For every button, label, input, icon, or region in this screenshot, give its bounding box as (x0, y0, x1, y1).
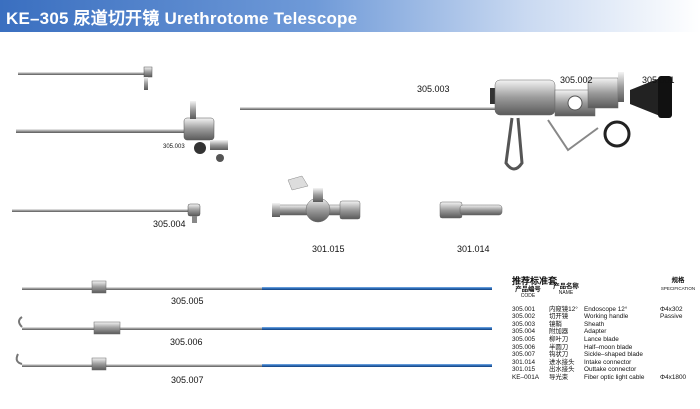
spec-name-en: Sheath (584, 320, 605, 328)
outtake-connector-301-015 (272, 175, 361, 223)
label-305-001: 305.001 (642, 75, 675, 85)
spec-row: 305.003 镜鞘 Sheath (512, 321, 697, 329)
spec-name-cn: 出水接头 (549, 366, 575, 374)
col-name-en: NAME (558, 289, 574, 296)
sheath-305-003 (16, 101, 228, 162)
spec-row: 305.001 内窥镜12° Endoscope 12° Φ4x302 (512, 306, 697, 314)
spec-name-en: Intake connector (584, 358, 632, 366)
label-305-003: 305.003 (417, 84, 450, 94)
spec-name-en: Half–moon blade (584, 343, 633, 351)
spec-value: Φ4x1800 (660, 373, 687, 381)
spec-name-cn: 柳叶刀 (549, 335, 569, 343)
spec-code: 305.003 (512, 320, 536, 328)
spec-name-cn: 镜鞘 (549, 320, 562, 328)
spec-name-cn: 导光束 (549, 373, 569, 381)
spec-name-en: Sickle–shaped blade (584, 351, 643, 359)
spec-row: 305.005 柳叶刀 Lance blade (512, 336, 697, 344)
title-banner: KE–305 尿道切开镜 Urethrotome Telescope (0, 0, 700, 32)
label-305-002: 305.002 (560, 75, 593, 85)
label-305-003-left: 305.003 (163, 144, 185, 150)
spec-name-en: Fiber optic light cable (584, 373, 645, 381)
label-305-006: 305.006 (170, 337, 203, 347)
spec-code: 305.005 (512, 335, 536, 343)
label-305-007: 305.007 (171, 375, 204, 385)
spec-name-en: Adapter (584, 328, 607, 336)
spec-code: 305.007 (512, 351, 536, 359)
spec-name-cn: 附加器 (549, 328, 569, 336)
col-code-en: CODE (520, 292, 536, 299)
spec-row: 305.007 钩状刀 Sickle–shaped blade (512, 351, 697, 359)
intake-connector-301-014 (439, 201, 503, 219)
sickle-blade-305-007 (15, 353, 492, 371)
spec-name-cn: 钩状刀 (549, 351, 569, 359)
spec-row: 301.014 进水接头 Intake connector (512, 359, 697, 367)
spec-row: 305.004 附加器 Adapter (512, 328, 697, 336)
spec-name-en: Outtake connector (584, 366, 637, 374)
col-spec-cn: 规格 (671, 276, 685, 284)
spec-code: 301.015 (512, 366, 536, 374)
spec-heading: 推荐标准套 (512, 276, 558, 286)
spec-name-cn: 内窥镜12° (549, 305, 578, 313)
spec-code: 305.006 (512, 343, 536, 351)
label-301-015: 301.015 (312, 244, 345, 254)
spec-name-en: Working handle (584, 313, 629, 321)
spec-name-cn: 进水接头 (549, 358, 575, 366)
lance-blade-305-005 (22, 280, 492, 294)
half-moon-blade-305-006 (18, 316, 492, 335)
page-title: KE–305 尿道切开镜 Urethrotome Telescope (6, 9, 358, 28)
label-301-014: 301.014 (457, 244, 490, 254)
col-name-cn: 产品名称 (553, 282, 579, 290)
spec-table: 推荐标准套 产品编号 CODE 产品名称 NAME 规格 SPECIFICATI… (512, 276, 697, 382)
spec-name-en: Lance blade (584, 335, 619, 343)
label-305-005: 305.005 (171, 296, 204, 306)
col-spec-en: SPECIFICATION (660, 285, 696, 291)
spec-row: 305.002 切开镜 Working handle Passive (512, 313, 697, 321)
spec-row: 305.006 半圆刀 Half–moon blade (512, 344, 697, 352)
spec-code: 305.001 (512, 305, 536, 313)
assembled-urethrotome (240, 72, 672, 171)
spec-row: 301.015 出水接头 Outtake connector (512, 366, 697, 374)
spec-name-cn: 切开镜 (549, 313, 569, 321)
spec-name-cn: 半圆刀 (549, 343, 569, 351)
spec-row: KE–001A 导光束 Fiber optic light cable Φ4x1800 (512, 374, 697, 382)
spec-code: 305.002 (512, 313, 536, 321)
adapter-305-004 (12, 203, 201, 223)
spec-column-headers: 产品编号 CODE 产品名称 NAME 规格 SPECIFICATION (512, 277, 697, 306)
obturator-rod (18, 66, 153, 90)
spec-rows: 305.001 内窥镜12° Endoscope 12° Φ4x302 305.002 切… (512, 306, 697, 382)
spec-code: KE–001A (512, 373, 540, 381)
col-code-cn: 产品编号 (515, 285, 541, 293)
spec-value: Φ4x302 (660, 305, 683, 313)
label-305-004: 305.004 (153, 219, 186, 229)
spec-name-en: Endoscope 12° (584, 305, 628, 313)
spec-value: Passive (660, 313, 683, 321)
spec-code: 301.014 (512, 358, 536, 366)
spec-code: 305.004 (512, 328, 536, 336)
